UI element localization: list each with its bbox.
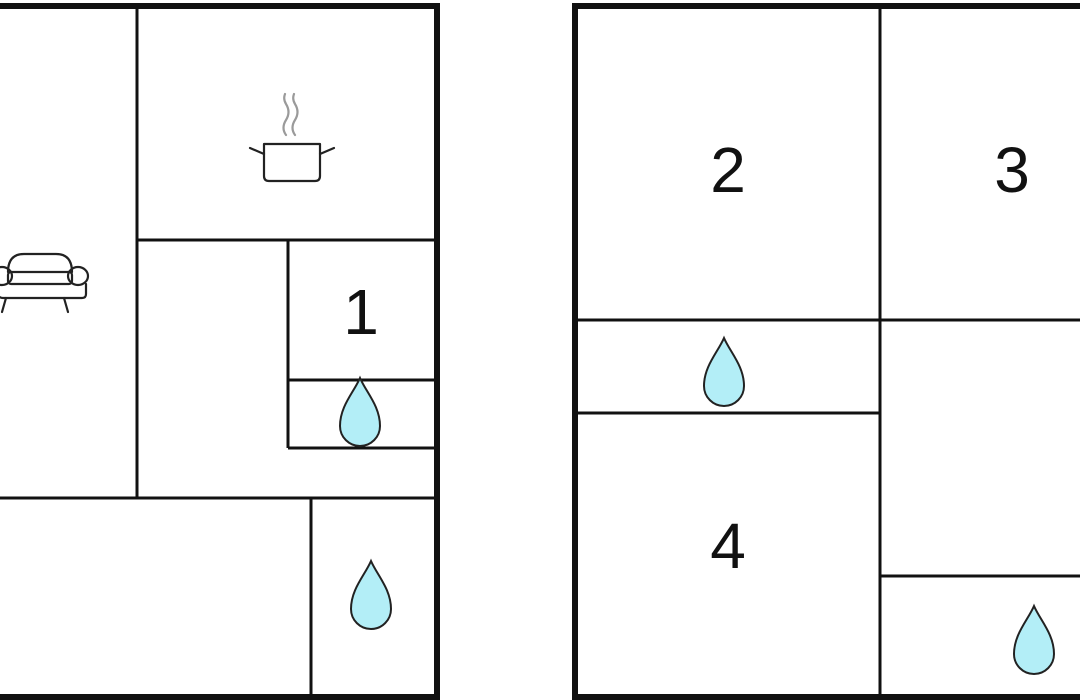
room-number-3: 3	[994, 134, 1030, 206]
room-number-2: 2	[710, 134, 746, 206]
outer-wall-right	[572, 3, 1080, 700]
floor-plan-right: 2 3 4	[572, 3, 1080, 700]
water-drop-icon	[350, 560, 392, 630]
cooking-pot-icon	[248, 92, 336, 183]
outer-wall-left	[0, 3, 440, 700]
floor-plan-left: 1	[0, 3, 440, 700]
sofa-icon	[0, 252, 90, 314]
water-drop-icon	[1013, 605, 1055, 675]
water-drop-icon	[339, 377, 381, 447]
water-drop-icon	[703, 337, 745, 407]
room-number-1: 1	[343, 276, 379, 348]
room-number-4: 4	[710, 510, 746, 582]
